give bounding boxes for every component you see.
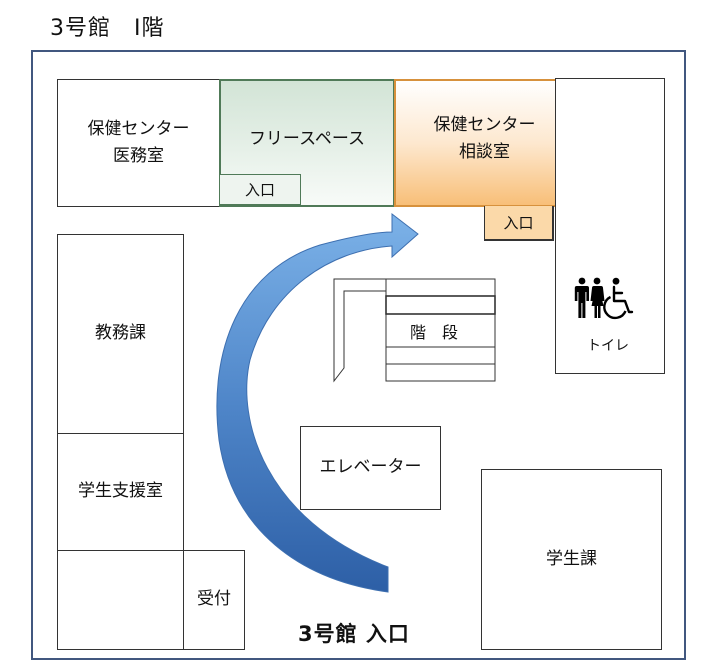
toilet-label: トイレ xyxy=(587,338,629,354)
stairs-label: 階 段 xyxy=(410,323,459,342)
room-student-affairs: 学生課 xyxy=(481,469,662,650)
floor-outline xyxy=(31,50,686,660)
room-student-affairs-label: 学生課 xyxy=(546,548,597,569)
building-entrance-label: 3号館 入口 xyxy=(298,622,410,646)
floor-title: 3号館 I階 xyxy=(50,16,165,41)
wheelchair-icon xyxy=(603,277,634,320)
room-elevator-label: エレベーター xyxy=(319,457,422,478)
room-free-space-label: フリースペース xyxy=(248,129,366,150)
room-reception: 受付 xyxy=(183,550,245,650)
free-space-entrance: 入口 xyxy=(219,174,301,205)
room-academic-affairs: 教務課 xyxy=(57,234,184,434)
consult-entrance-label: 入口 xyxy=(503,214,534,232)
room-health-consult-label: 保健センター 相談室 xyxy=(433,114,536,162)
free-space-entrance-label: 入口 xyxy=(244,181,275,199)
man-icon xyxy=(574,277,589,318)
toilet-icons xyxy=(574,277,654,321)
room-unlabeled xyxy=(57,550,184,650)
room-academic-affairs-label: 教務課 xyxy=(95,323,146,344)
room-health-medical-label: 保健センター 医務室 xyxy=(87,118,190,166)
room-health-medical: 保健センター 医務室 xyxy=(57,79,220,207)
room-elevator: エレベーター xyxy=(300,426,441,510)
room-student-support: 学生支援室 xyxy=(57,433,184,551)
woman-icon xyxy=(590,277,605,318)
consult-entrance: 入口 xyxy=(484,206,554,241)
room-health-consult: 保健センター 相談室 xyxy=(394,79,575,207)
toilet-pictograms xyxy=(574,277,634,320)
room-student-support-label: 学生支援室 xyxy=(78,481,163,502)
room-toilet xyxy=(555,78,665,374)
room-reception-label: 受付 xyxy=(197,589,231,610)
